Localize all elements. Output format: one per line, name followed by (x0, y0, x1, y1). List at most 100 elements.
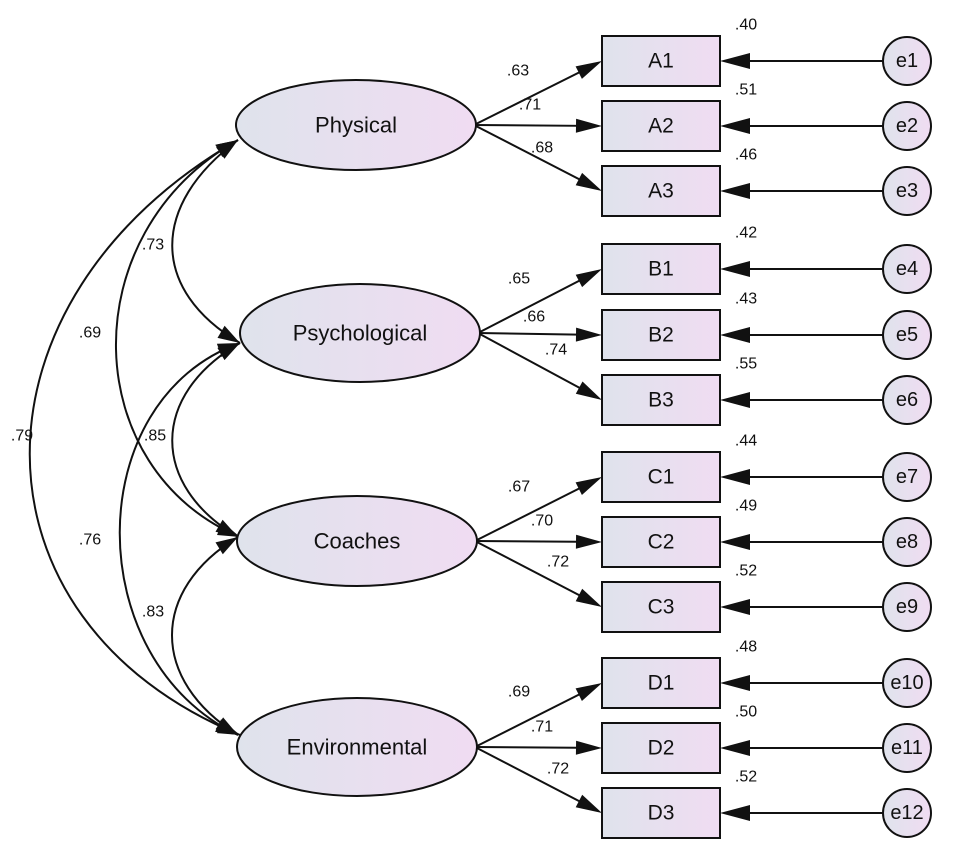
correlation-physical-psychological-curve (171, 139, 241, 344)
loading-path-b2 (477, 332, 595, 336)
loading-path-a1 (473, 64, 595, 126)
observed-box-a2 (601, 100, 721, 152)
error-label-e11: e11 (891, 737, 923, 759)
loading-arrowhead-b2 (575, 327, 602, 342)
observed-label-b2: B2 (648, 324, 674, 347)
r-squared-label-c1: .44 (735, 433, 757, 450)
observed-box-c2 (601, 516, 721, 568)
loading-path-d1 (474, 686, 595, 748)
correlation-physical-environmental-arrowhead-start (215, 140, 238, 157)
observed-box-d2 (601, 722, 721, 774)
observed-label-b1: B1 (648, 258, 674, 281)
error-arrowhead-e10 (720, 675, 750, 691)
correlation-psychological-environmental-arrowhead-start (216, 343, 240, 357)
latent-label-physical: Physical (315, 113, 397, 138)
loading-label-c2: .70 (531, 513, 553, 530)
loading-path-d3 (474, 746, 595, 810)
loading-path-d2 (474, 746, 595, 749)
observed-label-b3: B3 (648, 389, 674, 412)
error-label-e8: e8 (896, 531, 918, 553)
loading-label-a1: .63 (507, 63, 529, 80)
observed-box-a1 (601, 35, 721, 87)
r-squared-label-d2: .50 (735, 704, 757, 721)
loading-path-a2 (473, 124, 595, 127)
error-arrowhead-e3 (720, 183, 750, 199)
error-arrowhead-e11 (720, 740, 750, 756)
loading-path-b3 (477, 332, 595, 397)
observed-label-c2: C2 (648, 531, 675, 554)
error-circle-e5 (882, 310, 932, 360)
loading-label-c3: .72 (547, 554, 569, 571)
observed-box-d3 (601, 787, 721, 839)
latent-ellipse-psychological (239, 283, 481, 383)
observed-label-a3: A3 (648, 180, 674, 203)
loading-path-c3 (474, 540, 595, 604)
observed-box-b3 (601, 374, 721, 426)
error-circle-e8 (882, 517, 932, 567)
loading-label-b2: .66 (523, 309, 545, 326)
error-arrowhead-e1 (720, 53, 750, 69)
error-circle-e11 (882, 723, 932, 773)
loading-arrowhead-b3 (575, 381, 602, 400)
error-label-e7: e7 (896, 466, 918, 488)
observed-box-b1 (601, 243, 721, 295)
correlation-psychological-coaches-curve (171, 342, 241, 538)
loading-arrowhead-c1 (575, 477, 602, 495)
loading-arrowhead-c3 (575, 588, 602, 607)
error-label-e1: e1 (896, 50, 918, 72)
latent-ellipse-physical (235, 79, 477, 171)
latent-label-environmental: Environmental (287, 735, 428, 760)
error-label-e9: e9 (896, 596, 918, 618)
error-label-e6: e6 (896, 389, 918, 411)
error-circle-e6 (882, 375, 932, 425)
observed-box-c3 (601, 581, 721, 633)
r-squared-label-b2: .43 (735, 291, 757, 308)
error-arrowhead-e8 (720, 534, 750, 550)
error-arrowhead-e12 (720, 805, 750, 821)
correlation-physical-environmental-curve (28, 139, 241, 736)
loading-path-b1 (477, 272, 595, 334)
error-arrowhead-e4 (720, 261, 750, 277)
error-circle-e1 (882, 36, 932, 86)
loading-label-b1: .65 (508, 271, 530, 288)
correlation-coaches-environmental-arrowhead-end (215, 717, 238, 735)
correlation-psychological-environmental-curve (118, 342, 241, 736)
correlation-physical-coaches-label: .69 (79, 325, 101, 342)
error-arrowhead-e6 (720, 392, 750, 408)
r-squared-label-c2: .49 (735, 498, 757, 515)
error-circle-e9 (882, 582, 932, 632)
latent-label-coaches: Coaches (314, 529, 401, 554)
error-label-e4: e4 (896, 258, 918, 280)
correlation-coaches-environmental-arrowhead-start (215, 537, 238, 555)
error-circle-e7 (882, 452, 932, 502)
loading-label-d3: .72 (547, 761, 569, 778)
r-squared-label-a2: .51 (735, 82, 757, 99)
r-squared-label-a3: .46 (735, 147, 757, 164)
observed-box-b2 (601, 309, 721, 361)
observed-label-a2: A2 (648, 115, 674, 138)
loading-arrowhead-c2 (575, 534, 602, 549)
error-circle-e4 (882, 244, 932, 294)
correlation-physical-coaches-curve (115, 139, 241, 538)
loading-arrowhead-d3 (575, 794, 602, 813)
observed-label-d1: D1 (648, 672, 675, 695)
error-label-e2: e2 (896, 115, 918, 137)
r-squared-label-a1: .40 (735, 17, 757, 34)
observed-box-d1 (601, 657, 721, 709)
r-squared-label-d3: .52 (735, 769, 757, 786)
observed-box-c1 (601, 451, 721, 503)
loading-arrowhead-d1 (575, 683, 602, 701)
error-label-e12: e12 (890, 802, 923, 824)
loading-arrowhead-a2 (575, 118, 602, 133)
loading-label-c1: .67 (508, 479, 530, 496)
correlation-psychological-coaches-arrowhead-end (215, 519, 238, 537)
loading-label-a3: .68 (531, 140, 553, 157)
correlation-coaches-environmental-label: .83 (142, 604, 164, 621)
error-arrowhead-e9 (720, 599, 750, 615)
correlation-coaches-environmental-curve (171, 536, 239, 736)
r-squared-label-d1: .48 (735, 639, 757, 656)
r-squared-label-b3: .55 (735, 356, 757, 373)
loading-arrowhead-a3 (575, 172, 602, 191)
correlation-physical-environmental-label: .79 (11, 428, 33, 445)
